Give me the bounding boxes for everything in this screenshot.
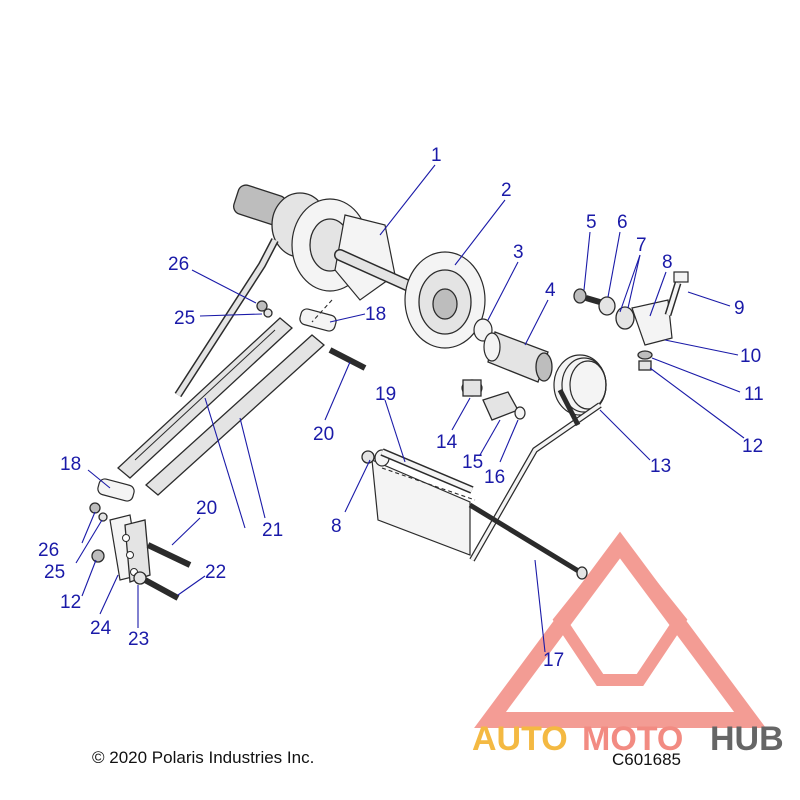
callout-5: 5 bbox=[586, 212, 597, 233]
callout-21: 21 bbox=[262, 520, 283, 541]
leader-lines bbox=[75, 164, 745, 653]
callout-20-lower: 20 bbox=[196, 498, 217, 519]
part-washer-upper bbox=[263, 308, 273, 318]
callout-23: 23 bbox=[128, 629, 149, 650]
callout-8-upper: 8 bbox=[662, 252, 673, 273]
part-bracket bbox=[361, 448, 474, 556]
callout-26-upper: 26 bbox=[168, 254, 189, 275]
part-slide-rails bbox=[117, 317, 325, 496]
callout-19: 19 bbox=[375, 384, 396, 405]
callout-14: 14 bbox=[436, 432, 458, 453]
callout-11: 11 bbox=[744, 384, 764, 405]
part-spacer-upper bbox=[299, 308, 337, 332]
watermark-auto: AUTO bbox=[472, 720, 568, 758]
part-hardware-upper-right bbox=[573, 271, 689, 371]
callout-9: 9 bbox=[734, 298, 745, 319]
watermark-triangle-outer bbox=[474, 531, 766, 728]
callout-1: 1 bbox=[431, 145, 442, 166]
callout-3: 3 bbox=[513, 242, 524, 263]
watermark-triangle-inner bbox=[552, 535, 688, 686]
callout-17: 17 bbox=[543, 650, 564, 671]
callout-10: 10 bbox=[740, 346, 761, 367]
callout-labels: 1 2 3 4 5 6 7 8 9 10 11 12 13 14 15 16 1… bbox=[38, 145, 764, 671]
callout-4: 4 bbox=[545, 280, 556, 301]
part-small-bushing-group bbox=[461, 379, 526, 421]
part-spacer-lower bbox=[97, 478, 135, 502]
callout-12-left: 12 bbox=[60, 592, 81, 613]
watermark-hub: HUB bbox=[710, 720, 784, 758]
watermark-moto: MOTO bbox=[582, 720, 683, 758]
callout-24: 24 bbox=[90, 618, 112, 639]
callout-18-lower: 18 bbox=[60, 454, 81, 475]
callout-16: 16 bbox=[484, 467, 505, 488]
diagram-code: C601685 bbox=[612, 750, 682, 769]
callout-25-upper: 25 bbox=[174, 308, 195, 329]
callout-26-lower: 26 bbox=[38, 540, 59, 561]
callout-13: 13 bbox=[650, 456, 671, 477]
callout-20-upper: 20 bbox=[313, 424, 334, 445]
part-bolt-upper bbox=[328, 347, 367, 371]
part-lower-linkage bbox=[89, 502, 192, 601]
callout-18-upper: 18 bbox=[365, 304, 386, 325]
part-sleeve bbox=[483, 331, 553, 383]
callout-22: 22 bbox=[205, 562, 226, 583]
callout-6: 6 bbox=[617, 212, 628, 233]
part-torsion-spring bbox=[469, 354, 607, 562]
part-wheel bbox=[404, 251, 486, 349]
part-rod bbox=[468, 502, 582, 575]
callout-15: 15 bbox=[462, 452, 483, 473]
callout-2: 2 bbox=[501, 180, 512, 201]
part-nut-upper bbox=[256, 300, 268, 312]
callout-25-lower: 25 bbox=[44, 562, 65, 583]
watermark-logo bbox=[474, 531, 766, 728]
callout-8-lower: 8 bbox=[331, 516, 342, 537]
watermark-text: AUTO MOTO HUB bbox=[472, 720, 784, 758]
callout-12-right: 12 bbox=[742, 436, 763, 457]
copyright-notice: © 2020 Polaris Industries Inc. bbox=[92, 748, 315, 767]
callout-7: 7 bbox=[636, 235, 647, 256]
